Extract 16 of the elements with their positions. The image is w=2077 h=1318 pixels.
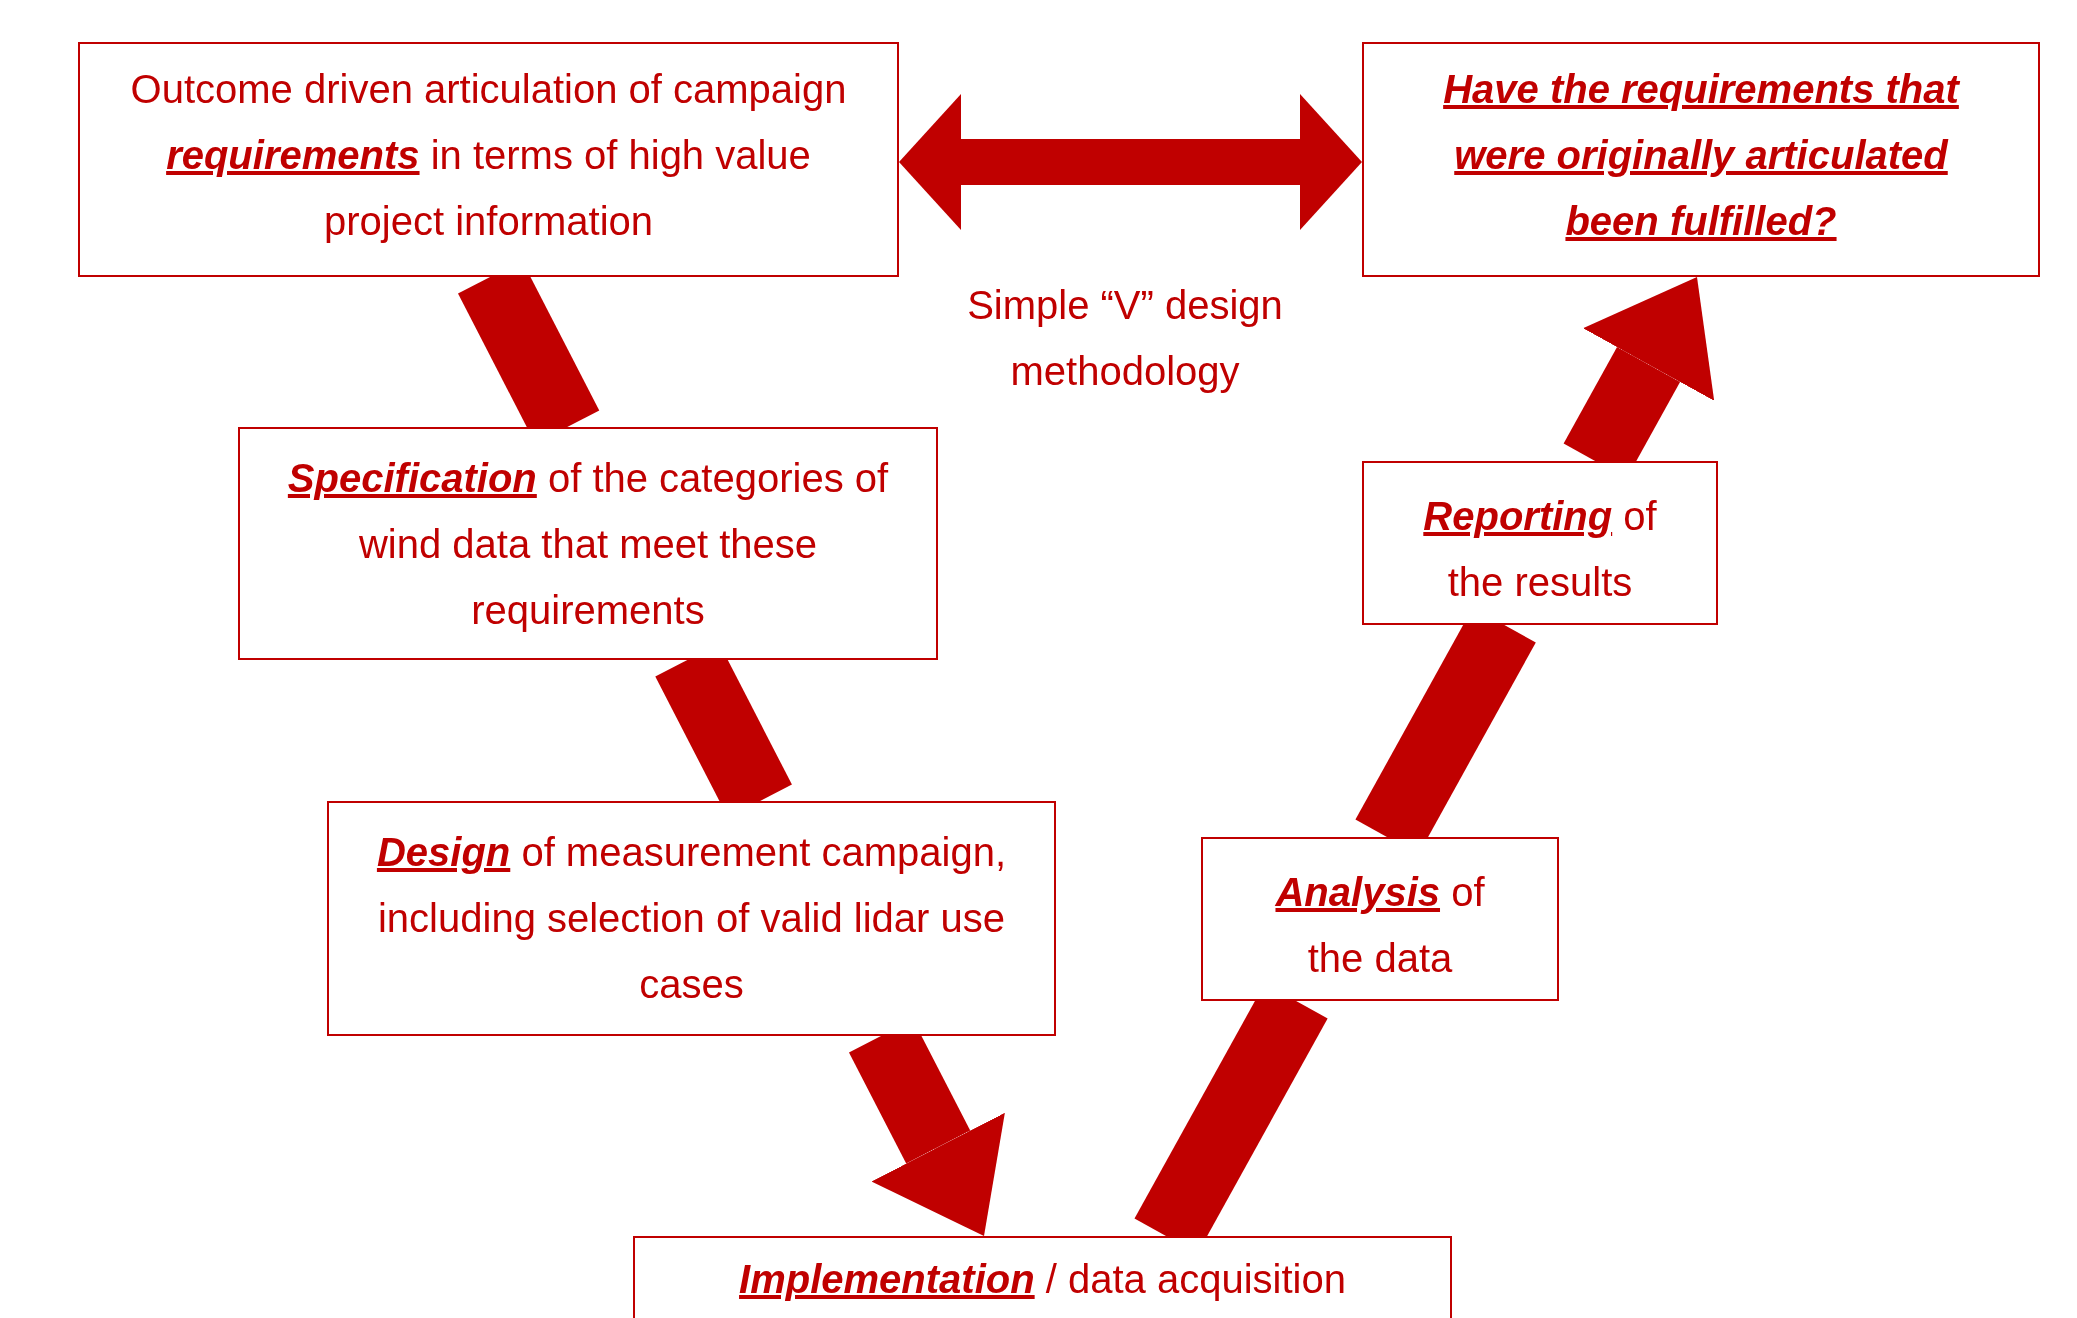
process-box	[1362, 461, 1718, 625]
process-box	[327, 801, 1056, 1036]
step-text: Reporting of the results	[1422, 493, 1658, 606]
step-text: Outcome driven articulation of campaign requirements in terms of high value project information	[129, 66, 848, 245]
thick-arrow	[899, 94, 1362, 230]
diagram-caption: Simple “V” design methodology	[966, 282, 1284, 395]
question-text: Have the requirements that were originally articulated been fulfilled?	[1442, 66, 1961, 245]
step-text: Specification of the categories of wind data that meet these requirements	[286, 455, 890, 634]
step-text: Implementation / data acquisition	[739, 1256, 1346, 1303]
process-box	[238, 427, 938, 660]
step-text: Analysis of the data	[1274, 869, 1486, 982]
step-text: Design of measurement campaign, including selection of valid lidar use cases	[375, 829, 1008, 1008]
process-box	[1362, 42, 2040, 277]
process-box	[633, 1236, 1452, 1318]
process-box	[1201, 837, 1559, 1001]
process-box	[78, 42, 899, 277]
